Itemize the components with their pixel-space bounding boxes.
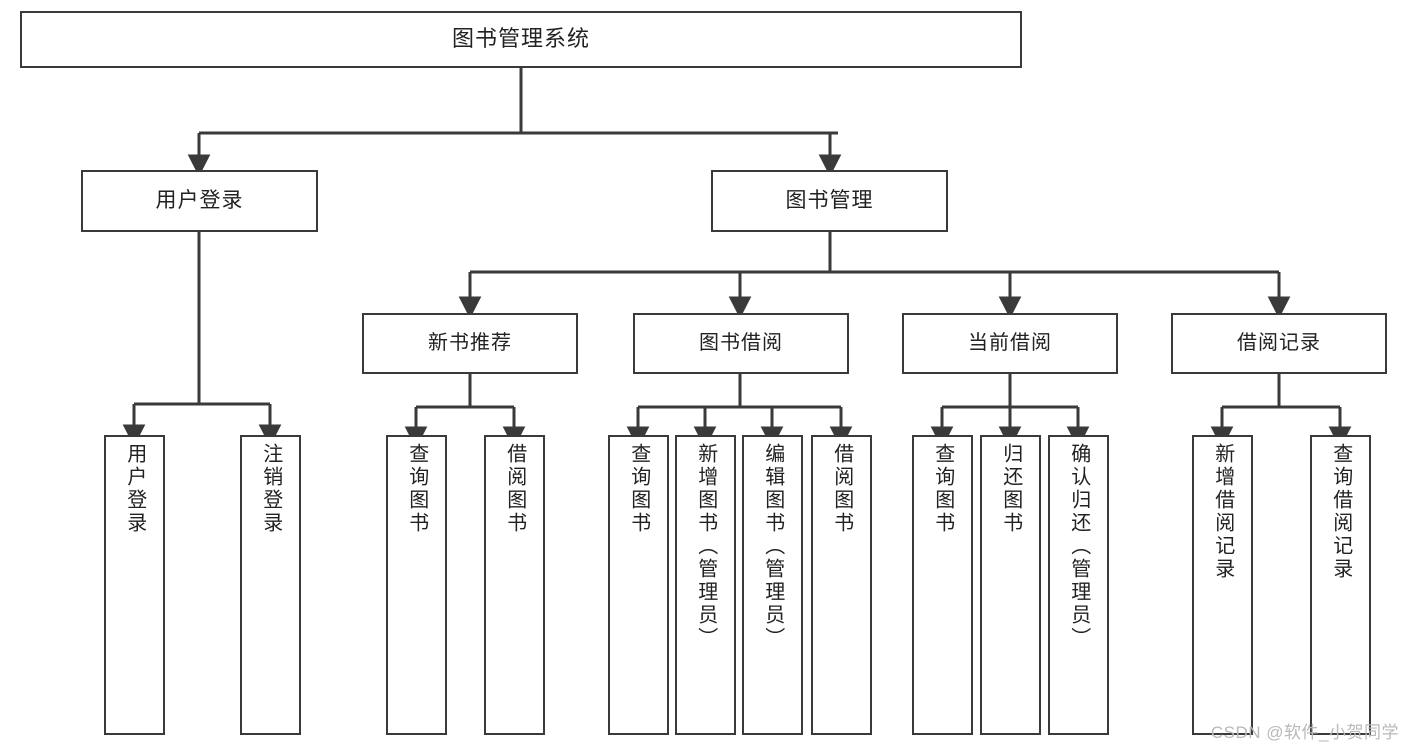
leaf-return-book[interactable]: 归还图书 xyxy=(980,435,1041,735)
leaf-logout[interactable]: 注销登录 xyxy=(240,435,301,735)
leaf-logout-label: 注销登录 xyxy=(259,443,282,535)
node-book-manage-label: 图书管理 xyxy=(785,189,874,213)
watermark: CSDN @软件_小贺同学 xyxy=(1210,723,1399,742)
leaf-borrow-book-2-label: 借阅图书 xyxy=(830,443,853,535)
node-current-borrow-label: 当前借阅 xyxy=(968,332,1052,355)
leaf-add-book[interactable]: 新增图书（管理员） xyxy=(675,435,736,735)
node-user-login-label: 用户登录 xyxy=(155,189,244,213)
node-book-borrow-label: 图书借阅 xyxy=(699,332,783,355)
leaf-user-login-label: 用户登录 xyxy=(123,443,146,535)
leaf-add-record[interactable]: 新增借阅记录 xyxy=(1192,435,1253,735)
node-borrow-record[interactable]: 借阅记录 xyxy=(1171,313,1387,374)
leaf-query-record-label: 查询借阅记录 xyxy=(1329,443,1352,581)
node-root[interactable]: 图书管理系统 xyxy=(20,11,1022,68)
leaf-user-login[interactable]: 用户登录 xyxy=(104,435,165,735)
node-new-book-rec[interactable]: 新书推荐 xyxy=(362,313,578,374)
leaf-query-book-2-label: 查询图书 xyxy=(627,443,650,535)
node-user-login[interactable]: 用户登录 xyxy=(81,170,318,232)
node-root-label: 图书管理系统 xyxy=(451,26,590,52)
leaf-borrow-book-2[interactable]: 借阅图书 xyxy=(811,435,872,735)
node-book-manage[interactable]: 图书管理 xyxy=(711,170,948,232)
leaf-return-book-label: 归还图书 xyxy=(999,443,1022,535)
leaf-borrow-book-1-label: 借阅图书 xyxy=(503,443,526,535)
leaf-confirm-return[interactable]: 确认归还（管理员） xyxy=(1048,435,1109,735)
leaf-query-book-3[interactable]: 查询图书 xyxy=(912,435,973,735)
leaf-query-book-1[interactable]: 查询图书 xyxy=(386,435,447,735)
node-borrow-record-label: 借阅记录 xyxy=(1237,332,1321,355)
leaf-confirm-return-label: 确认归还（管理员） xyxy=(1067,443,1090,650)
leaf-add-record-label: 新增借阅记录 xyxy=(1211,443,1234,581)
leaf-query-book-3-label: 查询图书 xyxy=(931,443,954,535)
node-book-borrow[interactable]: 图书借阅 xyxy=(633,313,849,374)
leaf-add-book-label: 新增图书（管理员） xyxy=(694,443,717,650)
node-new-book-rec-label: 新书推荐 xyxy=(428,332,512,355)
leaf-edit-book-label: 编辑图书（管理员） xyxy=(761,443,784,650)
leaf-borrow-book-1[interactable]: 借阅图书 xyxy=(484,435,545,735)
node-current-borrow[interactable]: 当前借阅 xyxy=(902,313,1118,374)
leaf-query-record[interactable]: 查询借阅记录 xyxy=(1310,435,1371,735)
leaf-query-book-2[interactable]: 查询图书 xyxy=(608,435,669,735)
leaf-query-book-1-label: 查询图书 xyxy=(405,443,428,535)
leaf-edit-book[interactable]: 编辑图书（管理员） xyxy=(742,435,803,735)
